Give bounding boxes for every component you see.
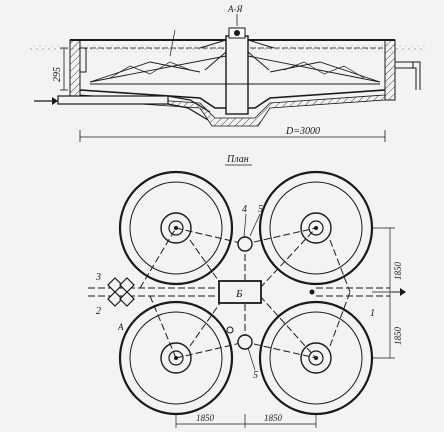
central-column — [225, 35, 249, 115]
distribution-chambers — [107, 277, 135, 307]
central-chamber-label: Б — [235, 288, 243, 300]
section-cut-label: А-Я — [227, 4, 243, 14]
section-view: 295 D=3000 А-Я — [30, 4, 425, 142]
central-chamber — [218, 280, 262, 304]
callout-2: 2 — [96, 306, 101, 317]
dim-horizontal-right: 1850 — [264, 413, 283, 423]
callout-3: 3 — [95, 272, 101, 283]
depth-dimension: 295 — [52, 67, 63, 82]
plan-title: План — [226, 154, 249, 165]
plan-view: Б 3 2 А 4 5 5 1 1850 1850 1850 1850 — [88, 170, 406, 428]
dim-vertical-upper: 1850 — [393, 262, 403, 281]
callout-4: 4 — [242, 204, 247, 215]
tank-wall-right — [384, 39, 396, 101]
tank-wall-left — [69, 39, 81, 101]
clarifier-top-left — [118, 170, 234, 286]
callout-5-bottom: 5 — [253, 370, 258, 381]
callout-5-top: 5 — [258, 204, 263, 215]
sludge-well-bottom — [237, 334, 253, 350]
callout-a: А — [117, 322, 124, 332]
dim-vertical-lower: 1850 — [393, 327, 403, 346]
callout-1: 1 — [370, 308, 375, 319]
sludge-well-top — [237, 236, 253, 252]
dim-horizontal-left: 1850 — [196, 413, 215, 423]
inlet-pipe — [57, 95, 169, 105]
diameter-dimension: D=3000 — [285, 126, 320, 137]
